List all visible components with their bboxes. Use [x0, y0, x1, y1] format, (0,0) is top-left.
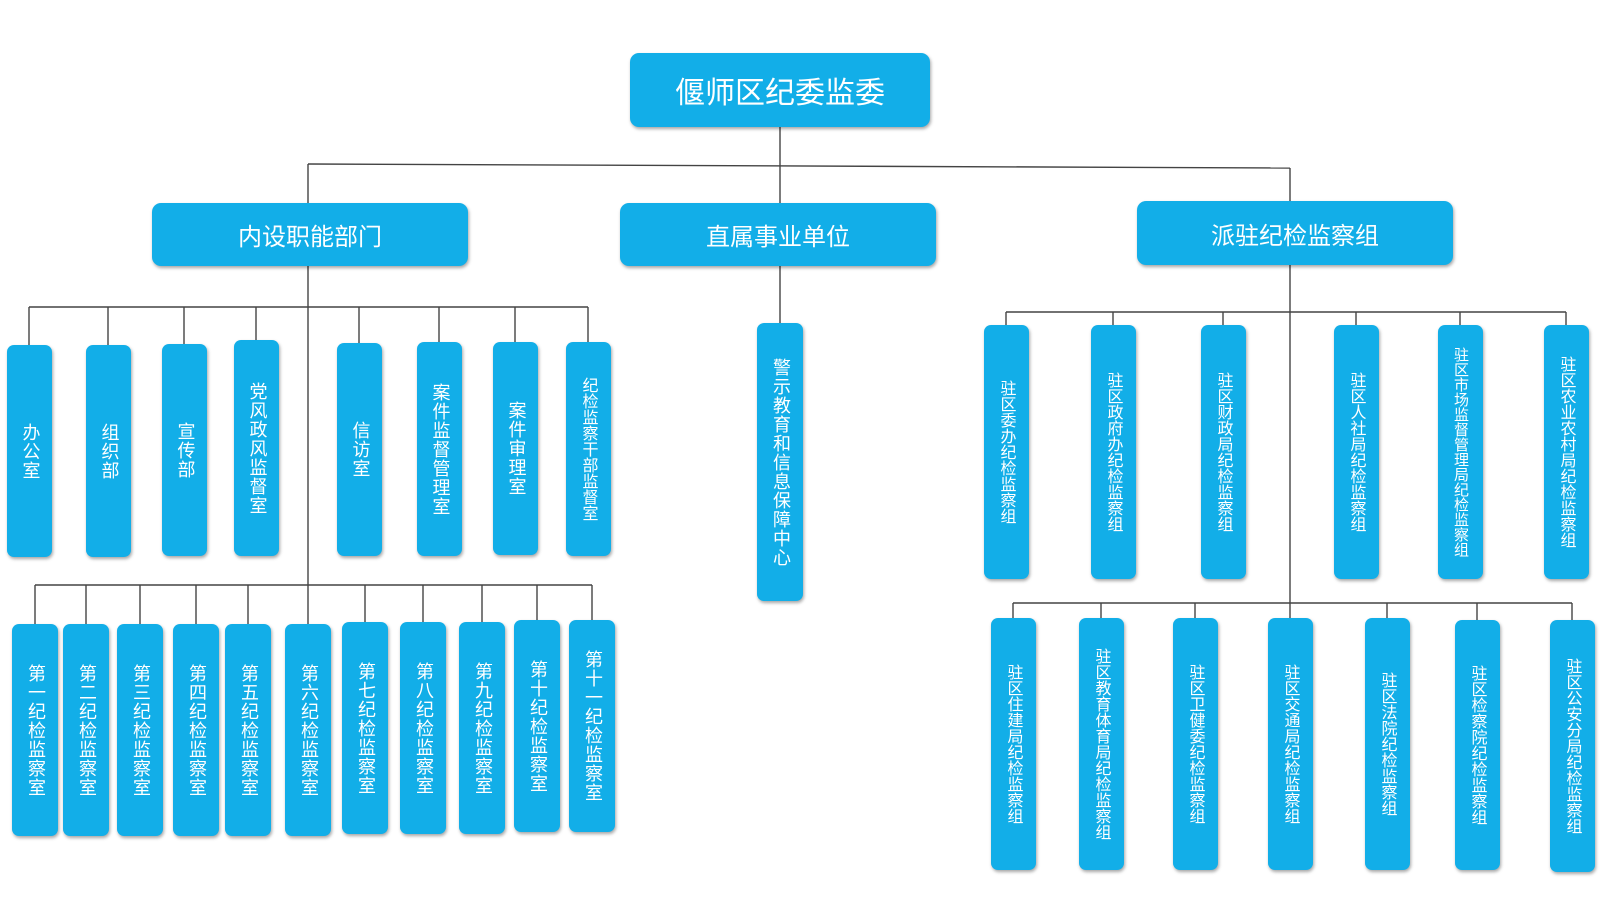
- stationed-group-housing-bureau: 驻区住建局纪检监察组: [991, 618, 1036, 870]
- stationed-group-government-office: 驻区政府办纪检监察组: [1091, 325, 1136, 579]
- inspection-room-6: 第六纪检监察室: [285, 624, 331, 836]
- stationed-group-finance-bureau: 驻区财政局纪检监察组: [1201, 325, 1246, 579]
- affiliated-unit-warning-education: 警示教育和信息保障中心: [757, 323, 803, 601]
- inspection-room-3: 第三纪检监察室: [117, 624, 163, 836]
- dept-petition: 信访室: [337, 343, 382, 556]
- category-stationed-groups: 派驻纪检监察组: [1137, 201, 1453, 265]
- dept-organization: 组织部: [86, 345, 131, 557]
- dept-case-review: 案件审理室: [493, 342, 538, 555]
- dept-party-conduct-supervision: 党风政风监督室: [234, 340, 279, 556]
- stationed-group-agriculture-bureau: 驻区农业农村局纪检监察组: [1544, 325, 1589, 579]
- root-node: 偃师区纪委监委: [630, 53, 930, 127]
- dept-case-supervision: 案件监督管理室: [417, 342, 462, 556]
- dept-publicity: 宣传部: [162, 344, 207, 556]
- inspection-room-4: 第四纪检监察室: [173, 624, 219, 836]
- category-affiliated-units: 直属事业单位: [620, 203, 936, 266]
- inspection-room-5: 第五纪检监察室: [225, 624, 271, 836]
- stationed-group-transport-bureau: 驻区交通局纪检监察组: [1268, 618, 1313, 870]
- inspection-room-10: 第十纪检监察室: [514, 620, 560, 832]
- inspection-room-11: 第十一纪检监察室: [569, 620, 615, 832]
- stationed-group-hrss-bureau: 驻区人社局纪检监察组: [1334, 325, 1379, 579]
- dept-office: 办公室: [7, 345, 52, 557]
- inspection-room-1: 第一纪检监察室: [12, 624, 58, 836]
- stationed-group-public-security: 驻区公安分局纪检监察组: [1550, 620, 1595, 872]
- category-internal-depts: 内设职能部门: [152, 203, 468, 266]
- stationed-group-court: 驻区法院纪检监察组: [1365, 618, 1410, 870]
- stationed-group-education-sports-bureau: 驻区教育体育局纪检监察组: [1079, 618, 1124, 870]
- inspection-room-9: 第九纪检监察室: [459, 622, 505, 834]
- dept-cadre-supervision: 纪检监察干部监督室: [566, 342, 611, 556]
- inspection-room-8: 第八纪检监察室: [400, 622, 446, 834]
- stationed-group-market-supervision: 驻区市场监督管理局纪检监察组: [1438, 325, 1483, 579]
- inspection-room-2: 第二纪检监察室: [63, 624, 109, 836]
- stationed-group-procuratorate: 驻区检察院纪检监察组: [1455, 620, 1500, 870]
- stationed-group-district-committee-office: 驻区委办纪检监察组: [984, 325, 1029, 579]
- inspection-room-7: 第七纪检监察室: [342, 622, 388, 834]
- stationed-group-health-commission: 驻区卫健委纪检监察组: [1173, 618, 1218, 870]
